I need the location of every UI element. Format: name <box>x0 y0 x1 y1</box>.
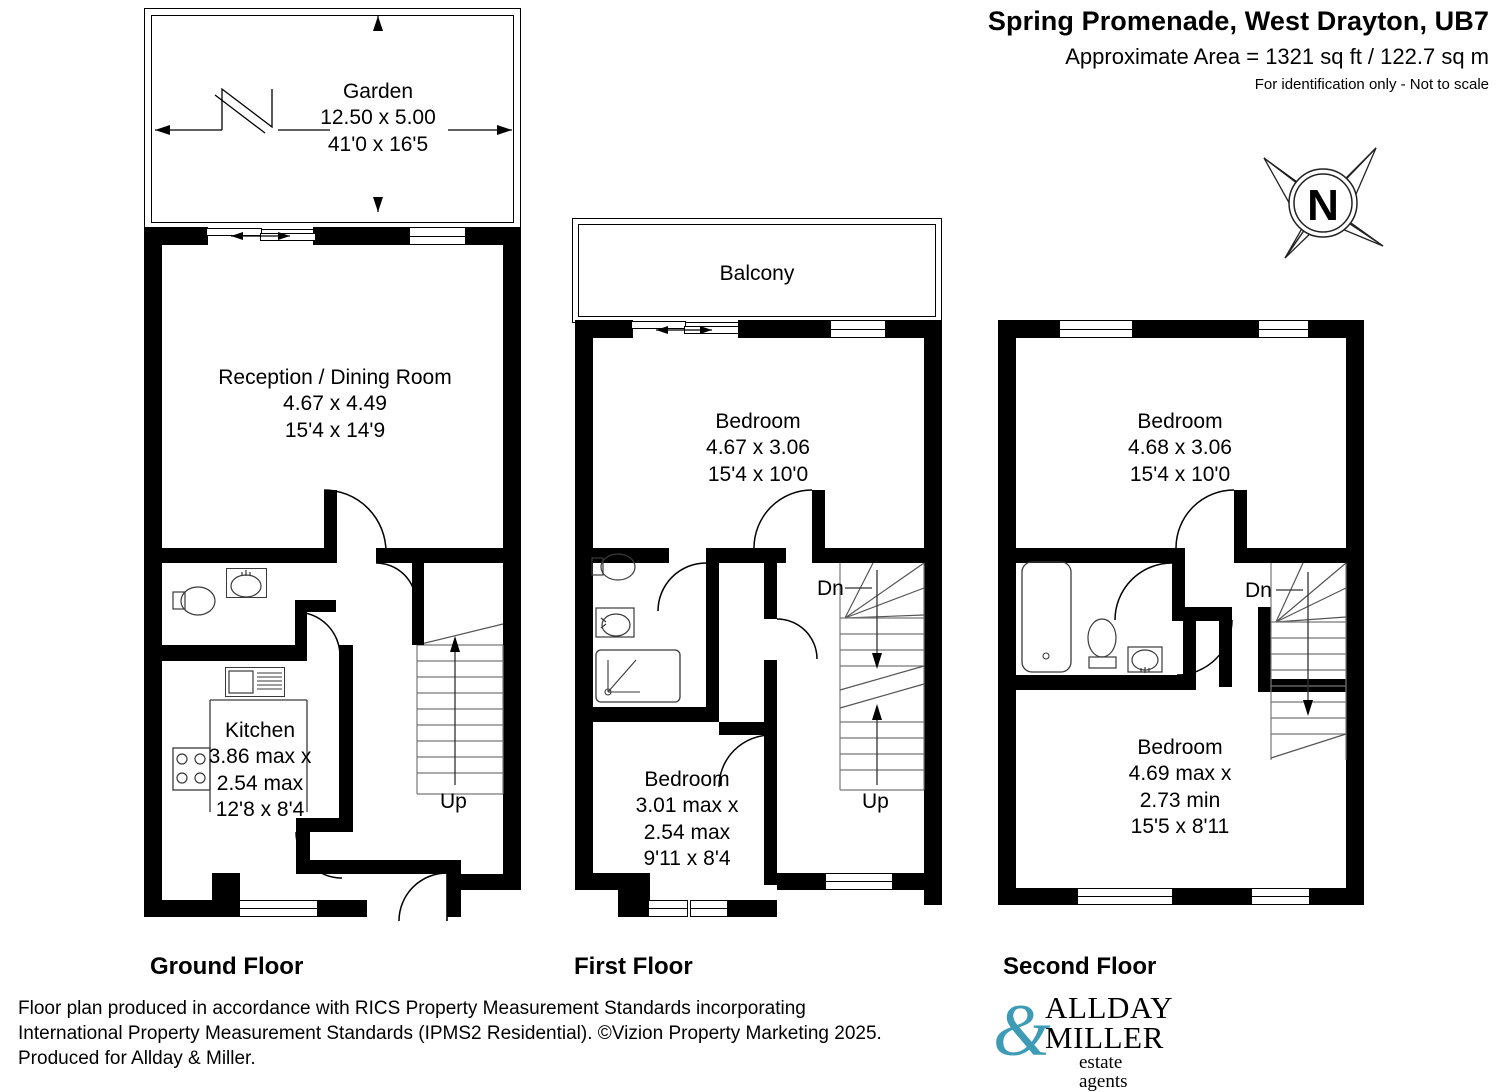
wall <box>706 548 786 563</box>
wall <box>1258 607 1271 692</box>
wall <box>1172 607 1232 621</box>
agency-logo: & ALLDAY MILLER estate agents <box>993 990 1174 1091</box>
logo-line-tagline: estate agents <box>1079 1052 1128 1092</box>
wall <box>764 563 777 619</box>
wall <box>1234 490 1247 563</box>
room-label-bedroom-first-front: Bedroom 4.67 x 3.06 15'4 x 10'0 <box>706 410 810 486</box>
wall <box>998 548 1184 563</box>
logo-line-allday: ALLDAY <box>1045 990 1174 1025</box>
wall <box>575 707 719 722</box>
wall <box>1246 548 1364 563</box>
wall <box>824 548 942 563</box>
wall <box>998 675 1196 690</box>
wall <box>1310 888 1364 905</box>
wall <box>998 320 1016 905</box>
wall <box>924 320 942 905</box>
room-label-garden: Garden 12.50 x 5.00 41'0 x 16'5 <box>320 80 436 156</box>
wall <box>376 548 504 563</box>
window-mullion <box>830 329 886 331</box>
wall <box>503 227 521 890</box>
floor-caption-first: First Floor <box>574 953 693 980</box>
wall <box>295 600 307 655</box>
logo-line-miller: MILLER <box>1045 1020 1164 1055</box>
scale-disclaimer: For identification only - Not to scale <box>1254 76 1489 94</box>
wall <box>1172 548 1185 620</box>
wall <box>313 227 409 245</box>
wall <box>1346 320 1364 905</box>
wall <box>296 818 353 832</box>
window-mullion <box>1059 329 1133 331</box>
plan-header: Spring Promenade, West Drayton, UB7 Appr… <box>988 6 1489 93</box>
window-mullion <box>1258 329 1309 331</box>
wall <box>144 548 337 563</box>
window-mullion <box>690 908 728 910</box>
wall <box>144 900 220 917</box>
stair-label-up: Up <box>862 790 889 813</box>
room-label-reception: Reception / Dining Room 4.67 x 4.49 15'4… <box>218 366 452 442</box>
wall <box>764 660 777 722</box>
sliding-door <box>631 321 686 329</box>
footer-line-3: Produced for Allday & Miller. <box>18 1048 256 1070</box>
room-label-balcony: Balcony <box>719 262 795 285</box>
wall <box>719 722 777 735</box>
wall <box>339 645 353 825</box>
wall <box>738 320 830 338</box>
window-mullion <box>409 236 466 238</box>
window-mullion <box>648 908 688 910</box>
wall <box>447 874 521 890</box>
wall <box>812 490 825 563</box>
window-mullion <box>238 908 318 910</box>
floor-caption-ground: Ground Floor <box>150 953 304 980</box>
balcony-inner-outline <box>578 224 936 317</box>
wall <box>618 873 650 917</box>
window-mullion <box>1251 896 1310 898</box>
footer-line-2: International Property Measurement Stand… <box>18 1023 882 1045</box>
wall <box>1173 888 1251 905</box>
wall <box>764 722 777 885</box>
window-mullion <box>825 881 893 883</box>
wall <box>706 548 719 720</box>
wall <box>317 900 367 917</box>
compass-north-label: N <box>1307 181 1339 230</box>
wall <box>575 320 593 890</box>
wall <box>412 563 424 645</box>
wall <box>212 873 240 917</box>
approximate-area: Approximate Area = 1321 sq ft / 122.7 sq… <box>1065 44 1489 70</box>
wall <box>575 548 669 563</box>
footer-disclaimer: Floor plan produced in accordance with R… <box>18 996 882 1071</box>
room-label-bedroom-second-rear: Bedroom 4.69 max x 2.73 min 15'5 x 8'11 <box>1128 736 1232 839</box>
room-label-bedroom-first-rear: Bedroom 3.01 max x 2.54 max 9'11 x 8'4 <box>635 768 739 871</box>
room-label-bedroom-second-front: Bedroom 4.68 x 3.06 15'4 x 10'0 <box>1128 410 1232 486</box>
stair-label-dn: Dn <box>817 577 844 600</box>
logo-ampersand: & <box>993 990 1051 1072</box>
wall <box>296 860 461 874</box>
wall <box>144 227 162 917</box>
compass-rose: N <box>1258 146 1388 261</box>
wall <box>777 873 825 890</box>
wall <box>144 645 307 661</box>
wall <box>893 873 942 890</box>
kitchen-sink-unit <box>225 667 285 697</box>
wall <box>998 888 1077 905</box>
garden-inner-outline <box>151 15 514 223</box>
wall <box>324 490 337 563</box>
sliding-door <box>260 233 316 241</box>
window-mullion <box>1077 896 1173 898</box>
room-label-kitchen: Kitchen 3.86 max x 2.54 max 12'8 x 8'4 <box>208 719 312 822</box>
stair-label-dn: Dn <box>1245 579 1272 602</box>
page-title: Spring Promenade, West Drayton, UB7 <box>987 6 1489 36</box>
stair-label-up: Up <box>440 790 467 813</box>
wall <box>1133 320 1258 338</box>
wall <box>727 900 777 917</box>
footer-line-1: Floor plan produced in accordance with R… <box>18 998 806 1019</box>
wall <box>296 818 310 873</box>
floor-caption-second: Second Floor <box>1003 953 1157 980</box>
